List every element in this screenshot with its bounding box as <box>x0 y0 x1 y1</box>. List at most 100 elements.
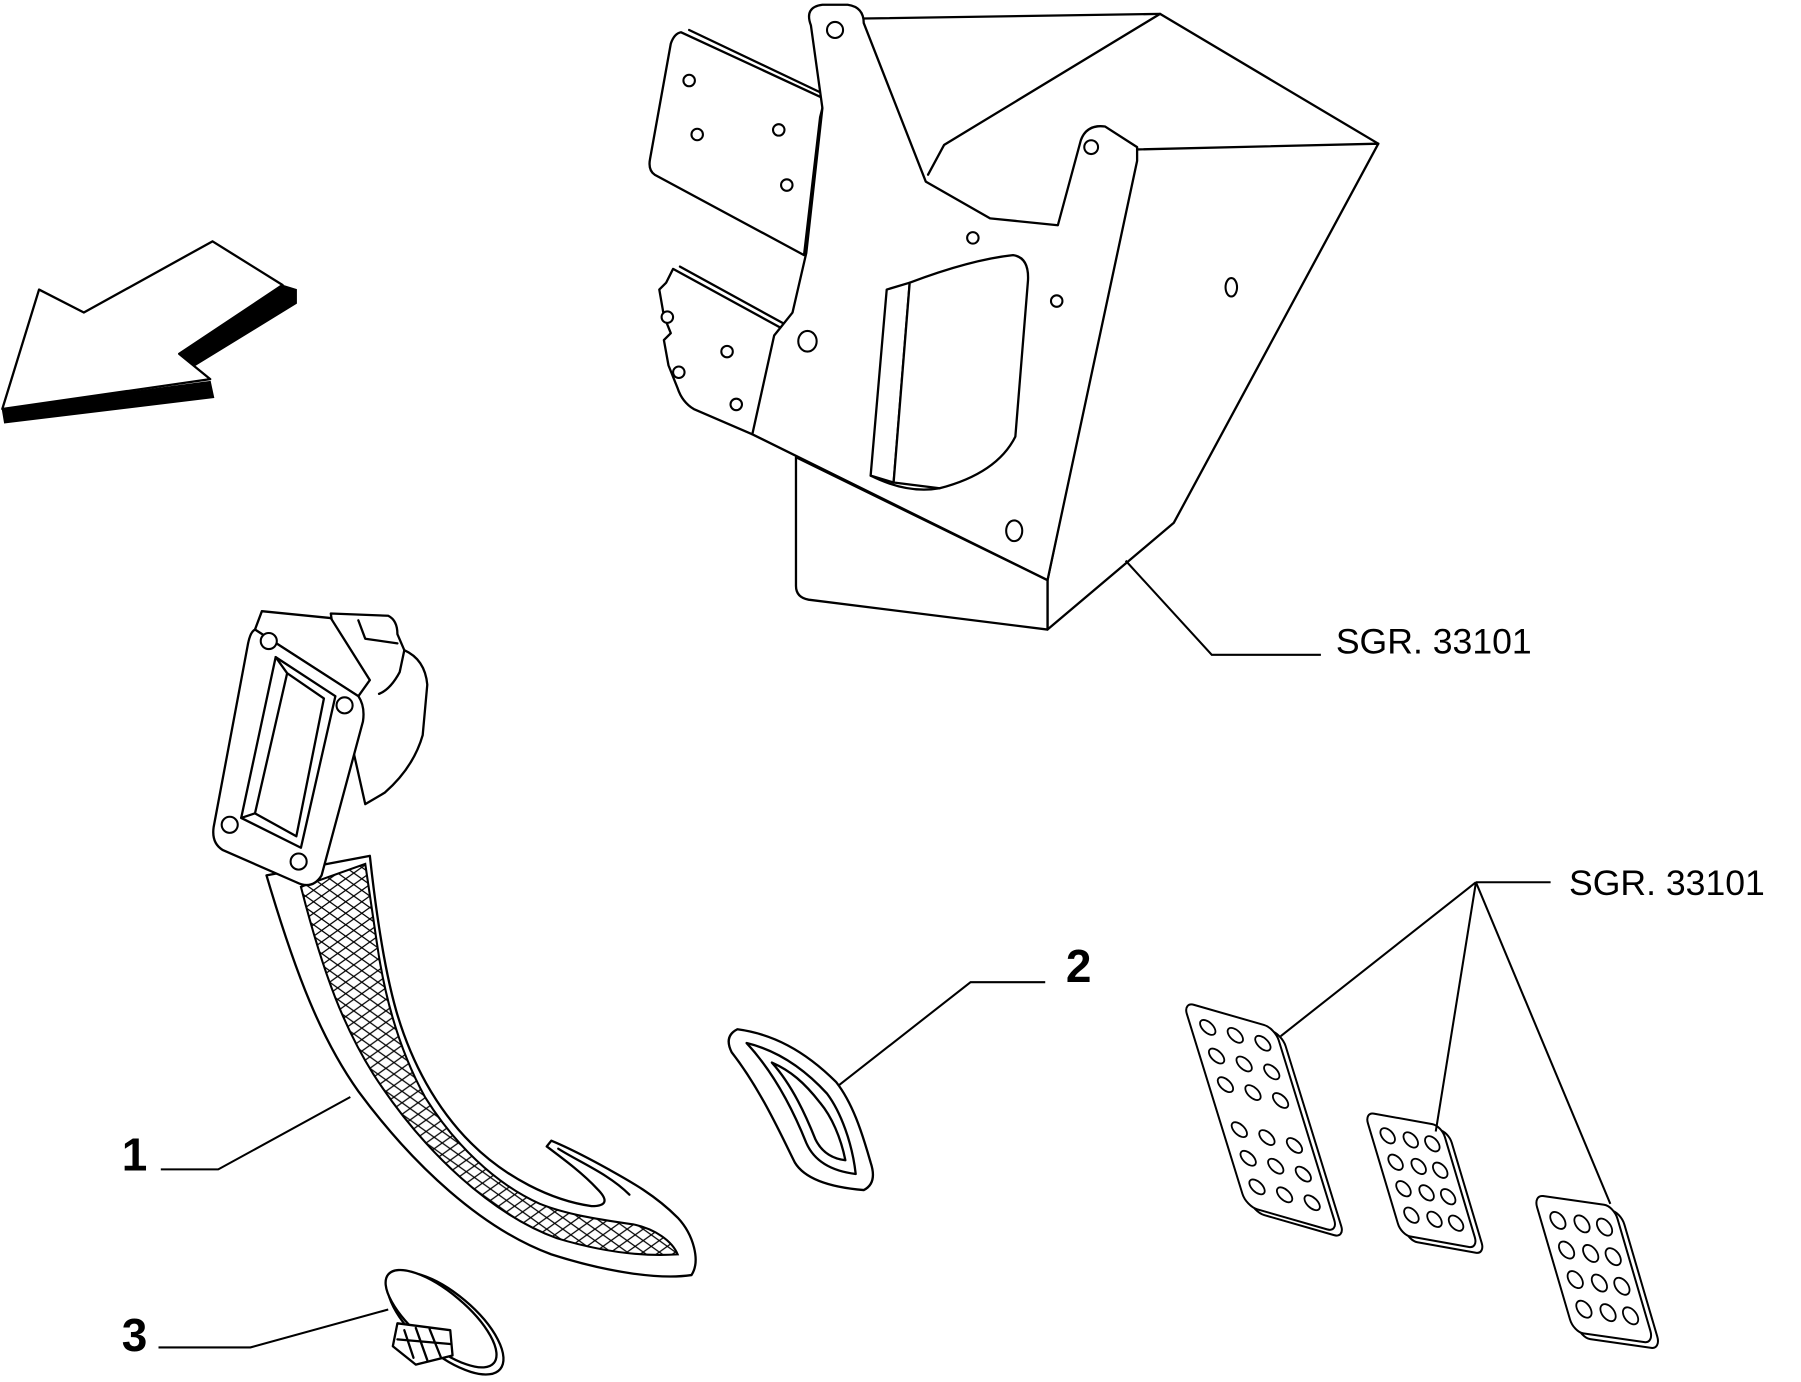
pad-hole <box>1425 1211 1443 1229</box>
pedal-rubber-pads <box>1183 1002 1661 1350</box>
face-hole <box>966 231 980 245</box>
flange-hole <box>771 123 786 137</box>
pad-hole <box>1257 1128 1276 1147</box>
leader-pad-c <box>1474 881 1612 1205</box>
pad-hole <box>1409 1158 1427 1176</box>
rubber-pad-c <box>1533 1195 1661 1350</box>
face-hole <box>797 329 818 353</box>
pad-hole <box>1603 1247 1622 1266</box>
pad-hole <box>1247 1178 1266 1197</box>
pedal-frame-window <box>240 655 337 849</box>
pad-hole <box>1590 1274 1609 1293</box>
pad-hole <box>1262 1063 1281 1082</box>
bracket-lower-strip <box>794 456 1049 631</box>
pad-hole <box>1548 1211 1567 1230</box>
face-hole <box>1049 294 1064 308</box>
accelerator-pedal <box>212 610 697 1278</box>
pad-cover-outer <box>727 1028 875 1192</box>
pedal-frame-window-inset <box>240 655 326 838</box>
pedal-frame-top <box>253 610 371 698</box>
tab-hole <box>1083 139 1100 156</box>
flange-hole <box>690 127 704 142</box>
pad-hole <box>1572 1214 1591 1233</box>
direction-arrow-shadow-side <box>179 284 297 367</box>
pad-face <box>1533 1195 1654 1344</box>
ref-pedal-box: SGR. 33101 <box>1336 622 1532 662</box>
direction-arrow-outline <box>1 240 284 411</box>
bracket-upper-flange <box>648 31 826 257</box>
direction-arrow-shadow-bottom <box>1 380 215 424</box>
pad-hole <box>1386 1153 1404 1171</box>
pad-hole <box>1402 1206 1420 1224</box>
flange-hole <box>720 344 734 359</box>
pad-hole <box>1417 1184 1435 1202</box>
pedal-frame-hole <box>335 696 354 715</box>
pad-hole <box>1285 1136 1304 1155</box>
flange-hole <box>780 178 794 192</box>
pedal-housing-detail <box>357 619 406 696</box>
leader-part-1 <box>160 1096 351 1171</box>
tab-hole <box>825 20 845 40</box>
pad-cover-window <box>770 1061 847 1162</box>
leader-pad-a <box>1280 881 1477 1037</box>
flange-hole <box>672 365 686 380</box>
pad-face-group <box>1183 1002 1338 1233</box>
bracket-inner-top-edge <box>926 12 1162 176</box>
pad-hole <box>1235 1055 1254 1074</box>
rubber-pad-a <box>1183 1002 1345 1239</box>
pad-hole <box>1294 1165 1313 1184</box>
pad-hole <box>1243 1083 1262 1102</box>
pad-face-group <box>1533 1195 1654 1344</box>
pad-hole <box>1303 1193 1322 1212</box>
pad-hole <box>1207 1047 1226 1066</box>
clip-disc <box>384 1268 498 1369</box>
pad-hole <box>1216 1075 1235 1094</box>
leader-pad-b <box>1434 882 1477 1132</box>
rubber-pad-b <box>1365 1112 1486 1254</box>
pad-hole <box>1439 1188 1457 1206</box>
ref-pedal-pads: SGR. 33101 <box>1569 863 1765 903</box>
pad-hole <box>1621 1306 1640 1325</box>
side-hole <box>1224 277 1239 298</box>
pad-hole <box>1230 1120 1249 1139</box>
pad-cover-rim <box>745 1041 857 1176</box>
flange-hole <box>660 310 675 324</box>
pad-hole <box>1423 1135 1441 1153</box>
leader-pedal-pads-ref <box>1280 881 1612 1205</box>
pedal-frame-hole <box>220 815 239 834</box>
pad-hole <box>1431 1161 1449 1179</box>
pedal-hook-edge <box>557 1147 631 1196</box>
pad-face <box>1365 1112 1479 1249</box>
pad-hole <box>1271 1091 1290 1110</box>
pad-hole <box>1598 1303 1617 1322</box>
pad-hole <box>1226 1026 1245 1045</box>
pad-hole <box>1239 1149 1258 1168</box>
pad-hole <box>1266 1157 1285 1176</box>
pad-hole <box>1566 1270 1585 1289</box>
bracket-upper-flange-edge <box>688 28 831 98</box>
callout-1: 1 <box>122 1129 148 1181</box>
pad-hole <box>1557 1241 1576 1260</box>
pad-hole <box>1595 1218 1614 1237</box>
leader-part-3 <box>158 1308 389 1349</box>
flange-hole <box>682 73 696 88</box>
pad-hole <box>1275 1186 1294 1205</box>
bracket-opening-lip <box>869 474 941 491</box>
clip-stem-serration <box>396 1326 452 1362</box>
pad-hole <box>1581 1244 1600 1263</box>
pedal-frame-hole <box>259 631 278 651</box>
leader-pedal-box-ref <box>1124 559 1321 656</box>
pad-hole <box>1253 1034 1272 1053</box>
pedal-pad-cover <box>727 1028 875 1192</box>
pad-hole <box>1574 1300 1593 1319</box>
pedal-box-bracket <box>648 3 1380 631</box>
pad-face-group <box>1365 1112 1479 1249</box>
pad-hole <box>1394 1180 1412 1198</box>
pedal-frame-hole <box>289 852 308 871</box>
pad-hole <box>1402 1131 1420 1149</box>
bracket-opening <box>892 253 1030 490</box>
direction-arrow <box>1 240 297 424</box>
pad-hole <box>1198 1018 1217 1037</box>
leader-part-2 <box>837 981 1046 1087</box>
